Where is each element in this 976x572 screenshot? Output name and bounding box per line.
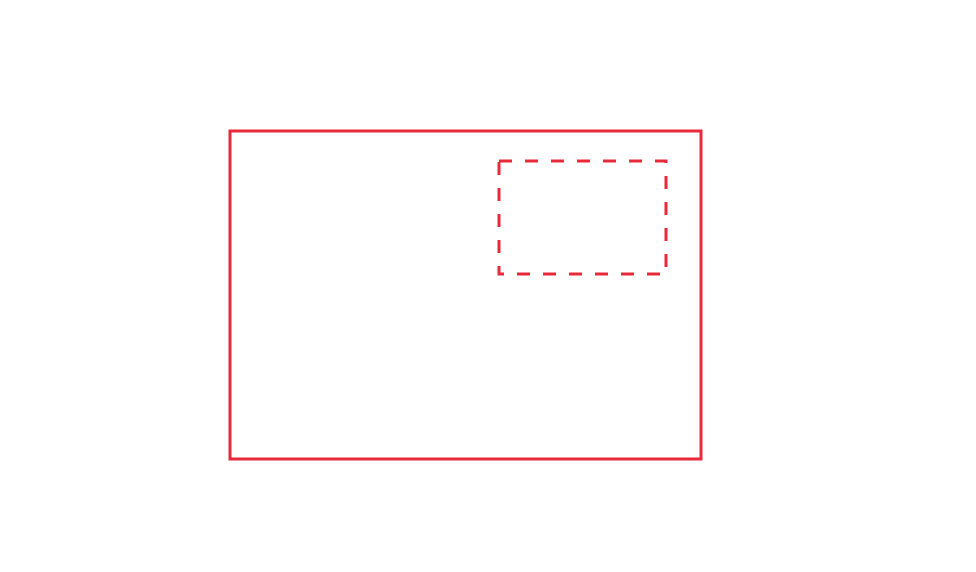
- inner-dashed-rectangle: [497, 159, 668, 276]
- outer-rectangle: [228, 129, 703, 461]
